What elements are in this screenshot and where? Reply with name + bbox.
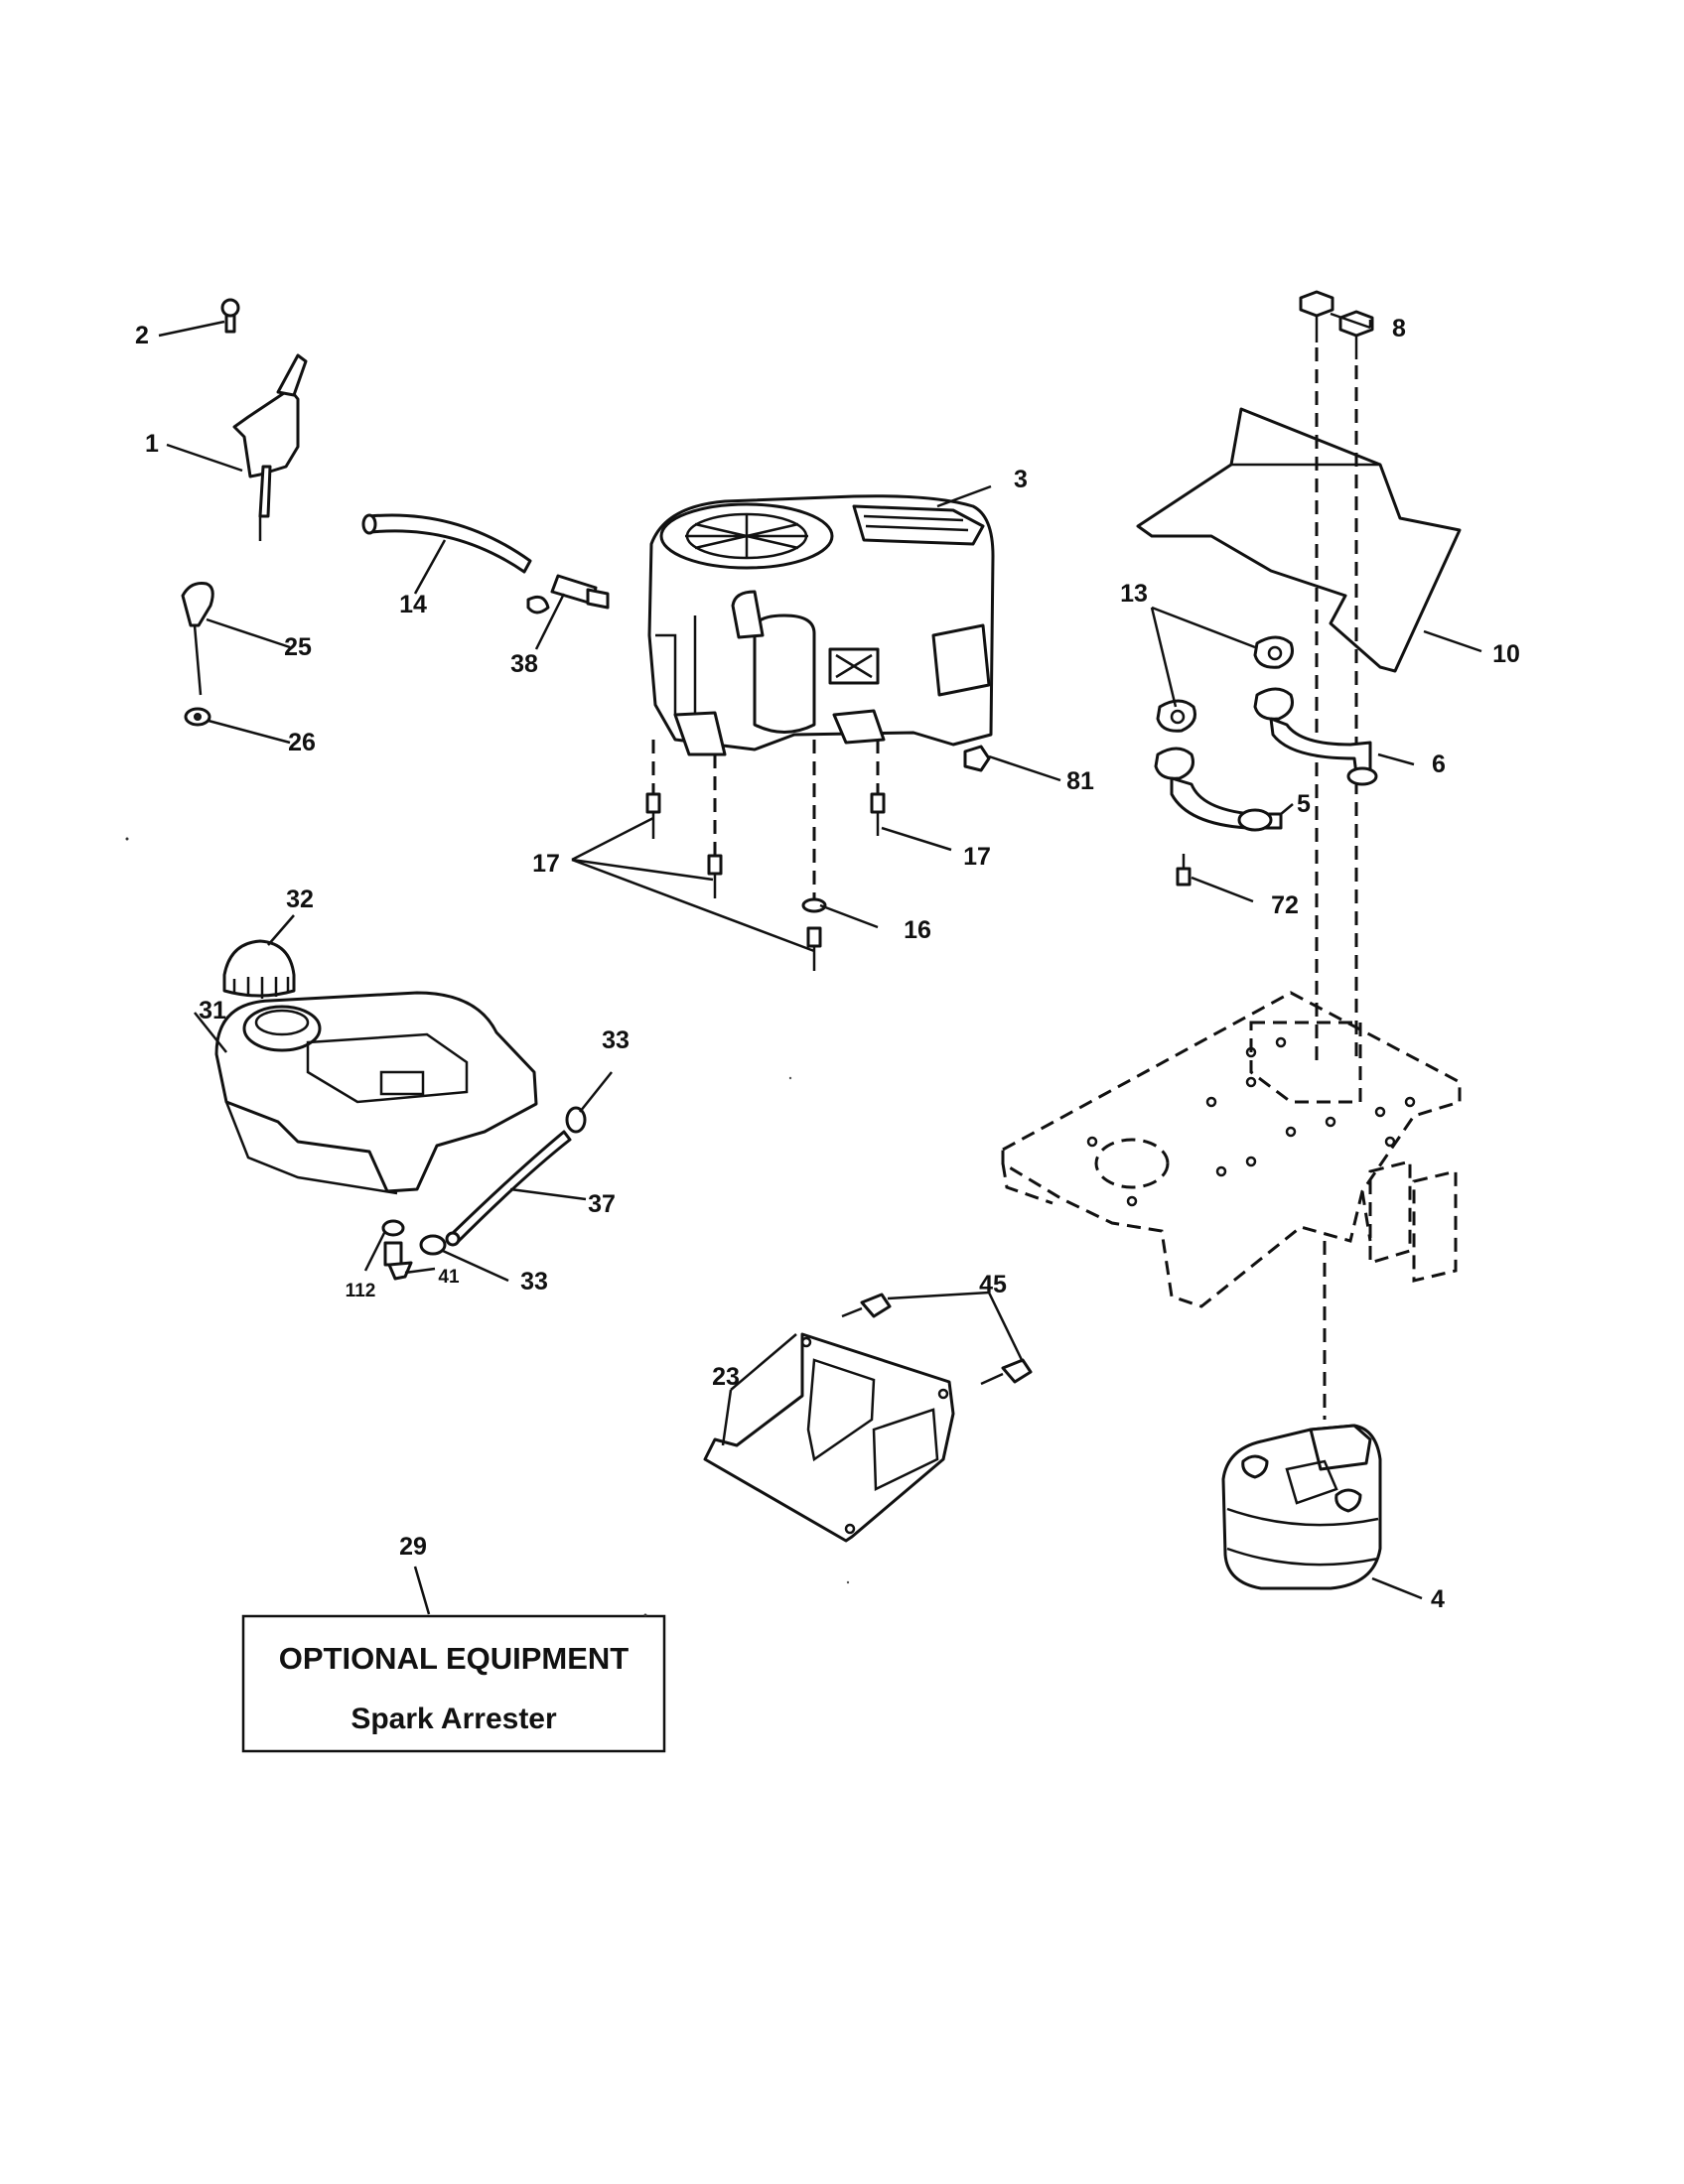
exhaust-pipes <box>1154 635 1378 887</box>
optional-equipment-subtitle: Spark Arrester <box>351 1703 557 1735</box>
callout-26: 26 <box>288 729 316 756</box>
callout-41: 41 <box>438 1267 460 1288</box>
callout-17-left: 17 <box>532 850 560 878</box>
scan-specks <box>125 837 850 1617</box>
callout-23: 23 <box>712 1363 740 1391</box>
engine <box>647 494 995 756</box>
mounting-plate-assembly <box>703 1293 1033 1543</box>
callout-5: 5 <box>1297 790 1311 818</box>
callout-81: 81 <box>1066 767 1094 795</box>
callout-4: 4 <box>1431 1585 1445 1613</box>
optional-equipment-box: OPTIONAL EQUIPMENT Spark Arrester <box>241 1614 666 1753</box>
chassis-frame <box>1001 991 1462 1308</box>
callout-13: 13 <box>1120 580 1148 608</box>
callout-1: 1 <box>145 430 159 458</box>
fuel-tank-assembly <box>214 939 538 1195</box>
callout-8: 8 <box>1392 315 1406 342</box>
heat-shield-assembly <box>1136 290 1462 1062</box>
callout-72: 72 <box>1271 891 1299 919</box>
fuel-hose-and-filter <box>361 513 610 614</box>
callout-14: 14 <box>399 591 427 618</box>
optional-equipment-title: OPTIONAL EQUIPMENT <box>279 1641 630 1676</box>
callout-31: 31 <box>199 997 226 1024</box>
callout-25: 25 <box>284 633 312 661</box>
callout-45: 45 <box>979 1271 1007 1298</box>
callout-112: 112 <box>346 1281 376 1301</box>
callout-33-top: 33 <box>602 1026 630 1054</box>
callout-29: 29 <box>399 1533 427 1561</box>
muffler <box>1221 1241 1382 1590</box>
callout-32: 32 <box>286 886 314 913</box>
callout-16: 16 <box>904 916 931 944</box>
nut-81 <box>963 745 991 772</box>
leader-lines <box>158 312 1482 1615</box>
fuel-line-fittings <box>381 1106 587 1281</box>
engine-mount-bolts <box>645 740 886 971</box>
frame-holes <box>1086 1036 1416 1207</box>
callout-38: 38 <box>510 650 538 678</box>
callout-6: 6 <box>1432 751 1446 778</box>
callout-3: 3 <box>1014 466 1028 493</box>
callout-2: 2 <box>135 322 149 349</box>
callout-17-right: 17 <box>963 843 991 871</box>
throttle-control-assembly <box>220 298 308 541</box>
callout-10: 10 <box>1492 640 1520 668</box>
dipstick-assembly <box>181 582 214 727</box>
callout-33-bottom: 33 <box>520 1268 548 1296</box>
callout-37: 37 <box>588 1190 616 1218</box>
callout-numbers: 2 1 3 8 10 13 14 38 25 26 81 6 5 17 17 7… <box>135 315 1520 1613</box>
